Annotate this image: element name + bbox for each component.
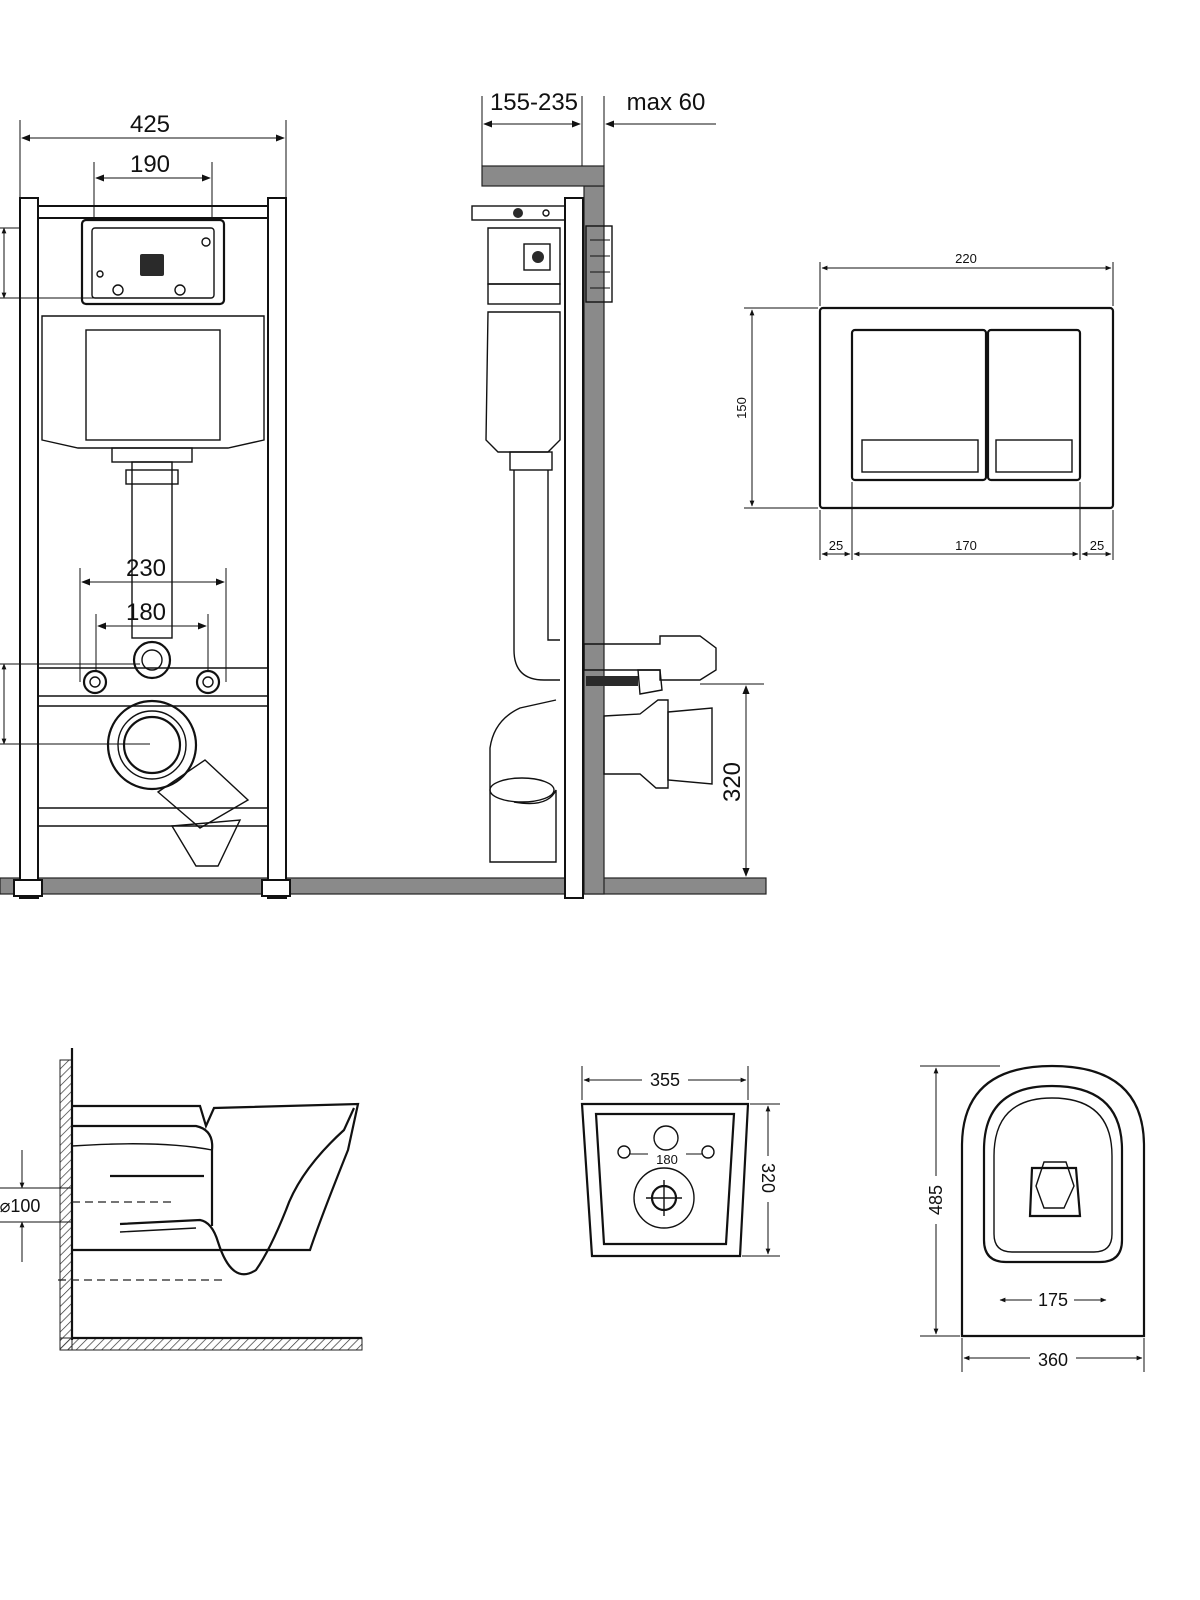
bowl-side-outline — [72, 1102, 360, 1252]
dim-bowl-bolt-spacing: 180 — [656, 1152, 678, 1167]
dim-plate-height: 150 — [734, 397, 749, 419]
flush-plate-view: 220 150 25 170 25 — [734, 251, 1115, 560]
dim-depth-range: 155-235 — [490, 89, 578, 116]
dim-bowl-top-width: 360 — [1038, 1350, 1068, 1370]
dim-bowl-inner-width: 175 — [1038, 1290, 1068, 1310]
dim-bowl-width: 355 — [650, 1070, 680, 1090]
bowl-back-outlet — [633, 1167, 695, 1229]
dim-plate-margin-right: 25 — [1090, 538, 1104, 553]
side-top-slab — [481, 165, 605, 187]
side-view: 155-235 max 60 320 — [471, 89, 767, 899]
flush-plate — [818, 306, 1115, 510]
bowl-top-view: 485 175 360 — [920, 1064, 1146, 1372]
bowl-back-bolt-right — [701, 1145, 715, 1159]
waste-outlet — [106, 699, 198, 791]
dim-bolt-inner: 180 — [126, 599, 166, 626]
flush-button-small — [986, 328, 1082, 482]
bowl-top-outline — [960, 1064, 1146, 1338]
frame-top-bar — [37, 205, 269, 219]
side-frame-post — [564, 197, 584, 899]
bowl-back-bolt-left — [617, 1145, 631, 1159]
dim-width-cistern: 190 — [130, 151, 170, 178]
bolt-left — [82, 669, 108, 695]
bowl-back-view: 180 355 320 — [580, 1066, 780, 1258]
side-trap — [489, 699, 557, 863]
bowl-side-floor — [59, 1337, 363, 1351]
dim-plate-margin-left: 25 — [829, 538, 843, 553]
dim-pipe-diameter: ⌀100 — [0, 1196, 40, 1216]
dim-bowl-depth: 320 — [758, 1163, 778, 1193]
frame-right-post — [267, 197, 287, 899]
dim-wall-max: max 60 — [627, 89, 706, 116]
bowl-back-outline — [580, 1102, 750, 1258]
front-view: 425 190 230 180 — [0, 111, 581, 899]
dim-outlet-height: 320 — [719, 762, 746, 802]
side-cistern — [485, 311, 561, 453]
bowl-side-view: ⌀100 — [0, 1048, 363, 1351]
side-floor — [579, 877, 767, 895]
flush-pipe — [131, 461, 173, 639]
bowl-top-drain — [1028, 1166, 1082, 1218]
side-wall — [583, 185, 605, 895]
bolt-right — [195, 669, 221, 695]
bowl-side-wall — [59, 1059, 73, 1351]
dim-plate-width: 220 — [955, 251, 977, 266]
flush-button-large — [850, 328, 988, 482]
dim-bolt-outer: 230 — [126, 555, 166, 582]
side-waste-connector — [603, 699, 669, 789]
frame-left-post — [19, 197, 39, 899]
wall-sleeve — [585, 225, 613, 303]
control-box — [80, 218, 226, 306]
dim-plate-button-span: 170 — [955, 538, 977, 553]
flush-outlet — [132, 640, 172, 680]
side-flush-pipe — [513, 470, 560, 681]
bowl-back-inlet — [653, 1125, 679, 1151]
dim-width-total: 425 — [130, 111, 170, 138]
cistern-body — [41, 315, 265, 449]
dim-bowl-length: 485 — [926, 1185, 946, 1215]
